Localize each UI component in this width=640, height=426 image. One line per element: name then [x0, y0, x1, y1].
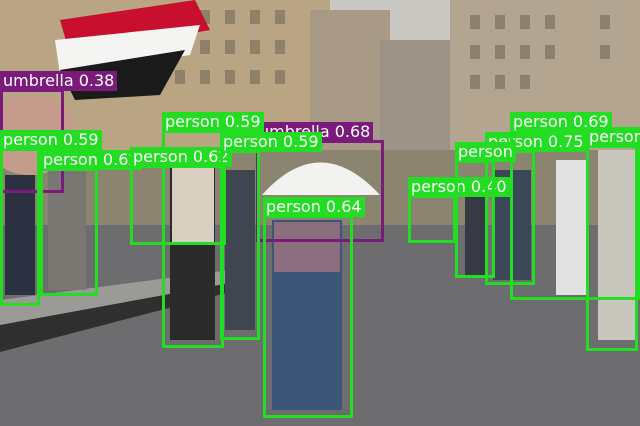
detection-label: person 0.59: [220, 132, 322, 152]
person-detection-box: person 0.59: [586, 127, 640, 351]
detection-label: person 0.59: [162, 112, 264, 132]
building-mid: [380, 40, 460, 160]
person-detection-box: person 0.40: [408, 177, 510, 243]
detection-label: person: [455, 142, 516, 162]
detection-label: person 0.64: [263, 197, 365, 217]
person-detection-box: person 0.59: [0, 130, 102, 306]
person-detection-box: person 0.64: [263, 197, 365, 418]
detection-label: person 0.62: [130, 147, 232, 167]
people: [5, 150, 636, 410]
umbrella-center: [262, 162, 380, 195]
detection-label: umbrella 0.38: [0, 71, 118, 91]
detection-label: person 0.62: [40, 150, 142, 170]
detection-label: person 0.59: [0, 130, 102, 150]
person-detection-box: person 0.62: [40, 150, 142, 296]
windows: [175, 10, 610, 89]
detection-label: person 0.40: [408, 177, 510, 197]
person-detection-box: person: [455, 142, 516, 278]
detection-label: person 0.59: [586, 127, 640, 147]
person-detection-box: person 0.59: [220, 132, 322, 340]
flag-white: [55, 25, 200, 75]
person-detection-box: person 0.62: [130, 147, 232, 245]
